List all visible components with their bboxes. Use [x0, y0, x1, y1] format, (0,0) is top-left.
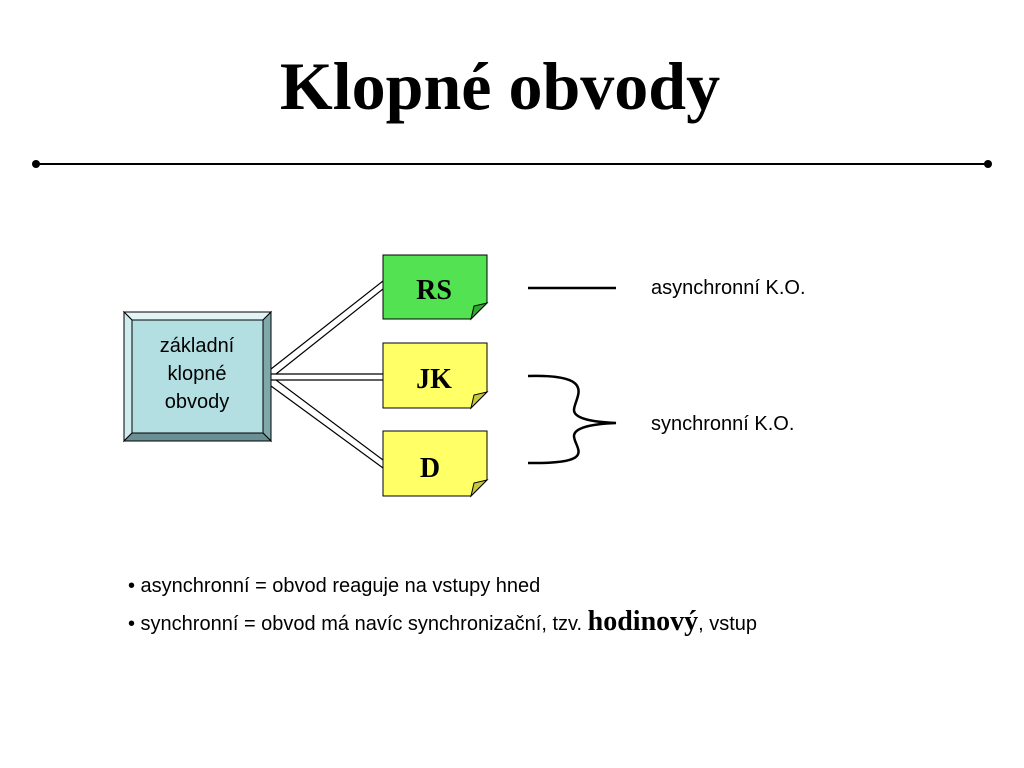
node-rs: RS: [382, 254, 489, 321]
note-async: • asynchronní = obvod reaguje na vstupy …: [128, 568, 988, 604]
sync-brace: [527, 374, 617, 465]
root-label-line3: obvody: [165, 391, 230, 413]
node-d-label: D: [420, 453, 440, 484]
note-sync-start: • synchronní = obvod má navíc synchroniz…: [128, 613, 588, 635]
slide-title: Klopné obvody: [279, 48, 721, 124]
sync-label: synchronní K.O.: [651, 413, 794, 435]
title-divider: [32, 160, 992, 168]
node-rs-label: RS: [416, 275, 452, 306]
root-box: základní klopné obvody: [122, 310, 273, 443]
notes-list: • asynchronní = obvod reaguje na vstupy …: [128, 568, 988, 640]
root-label-line2: klopné: [168, 363, 227, 385]
note-sync-end: , vstup: [698, 613, 758, 635]
root-label-line1: základní: [160, 335, 235, 357]
connector-jk: [271, 373, 383, 381]
node-jk-label: JK: [416, 364, 452, 395]
connector-rs: [270, 280, 384, 375]
node-jk: JK: [382, 342, 489, 410]
async-label: asynchronní K.O.: [651, 277, 806, 299]
note-sync: • synchronní = obvod má navíc synchroniz…: [128, 604, 988, 640]
note-sync-emphasis: hodinový: [587, 606, 699, 637]
note-async-text: • asynchronní = obvod reaguje na vstupy …: [128, 575, 541, 597]
connector-d: [270, 379, 384, 469]
node-d: D: [382, 430, 489, 498]
